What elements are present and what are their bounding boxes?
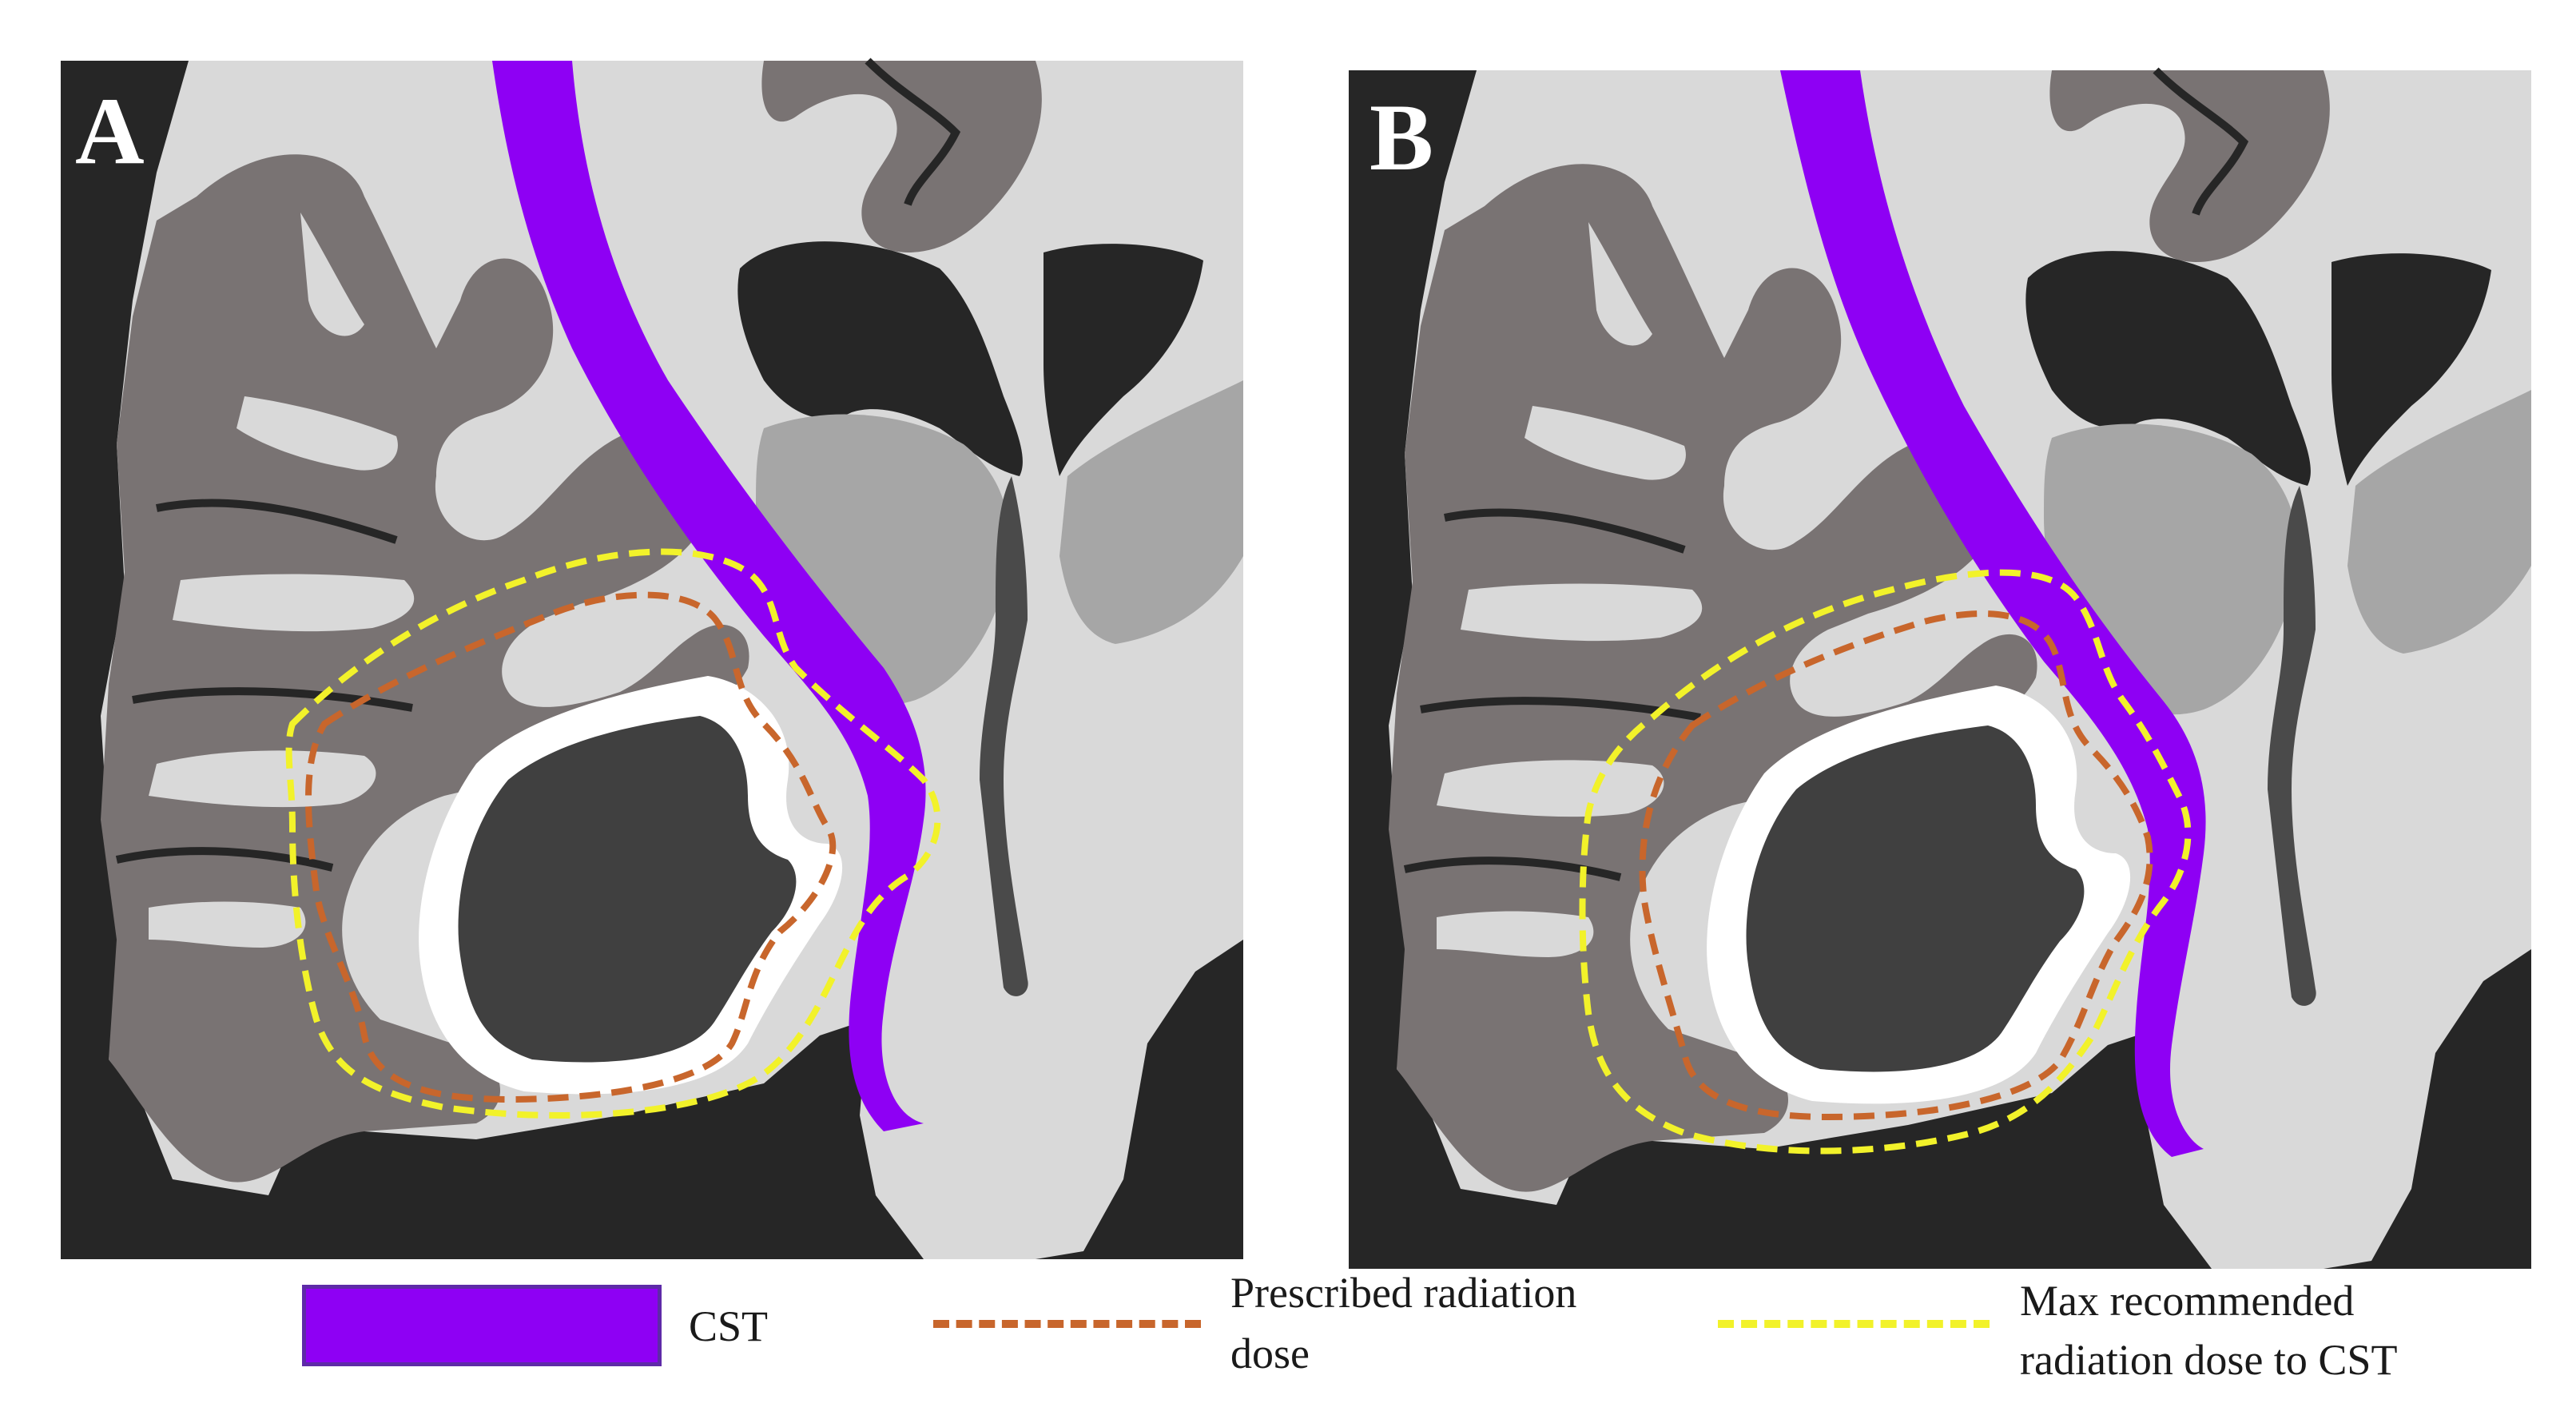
prescribed-dose-contour-b <box>1639 610 2153 1121</box>
panel-a: A <box>61 61 1243 1259</box>
max-dose-legend-label-line1: Max recommended <box>2020 1277 2355 1325</box>
prescribed-dose-legend-label-line2: dose <box>1230 1330 1310 1377</box>
prescribed-dose-legend-label-line1: Prescribed radiation <box>1230 1269 1577 1317</box>
max-dose-legend-swatch <box>1718 1320 1990 1328</box>
prescribed-dose-contour-a <box>305 591 837 1103</box>
panel-label-b: B <box>1369 84 1433 190</box>
cst-tract-a <box>492 61 926 1131</box>
panel-b: B <box>1349 70 2531 1269</box>
max-dose-legend-label-line2: radiation dose to CST <box>2020 1336 2398 1384</box>
cst-legend-label: CST <box>689 1302 769 1350</box>
max-dose-contour-a <box>285 548 941 1119</box>
max-dose-contour-b <box>1579 569 2192 1155</box>
cst-tract-b <box>1780 70 2206 1157</box>
cst-legend-swatch <box>302 1285 662 1366</box>
prescribed-dose-legend-swatch <box>933 1320 1201 1328</box>
panel-label-a: A <box>75 78 145 184</box>
